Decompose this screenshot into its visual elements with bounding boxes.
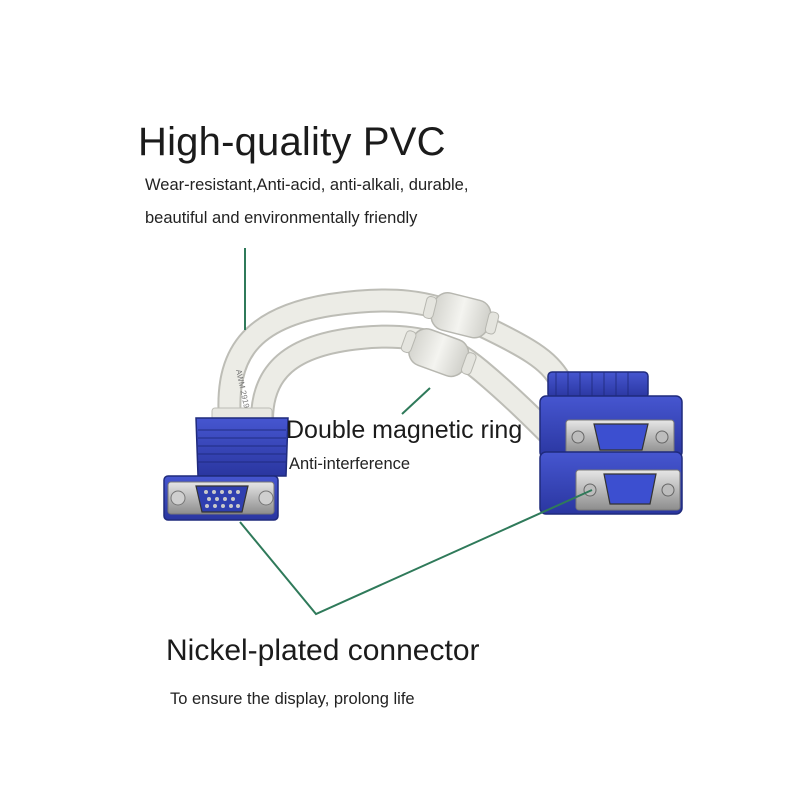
connector-description: To ensure the display, prolong life xyxy=(170,690,415,708)
pvc-description-line-1: Wear-resistant,Anti-acid, anti-alkali, d… xyxy=(145,176,469,194)
connector-heading: Nickel-plated connector xyxy=(166,634,480,667)
pvc-heading: High-quality PVC xyxy=(138,120,446,164)
callout-lines xyxy=(239,248,593,616)
pvc-description-line-2: beautiful and environmentally friendly xyxy=(145,209,418,227)
screw-left xyxy=(170,490,186,506)
ring-heading: Double magnetic ring xyxy=(286,416,523,444)
ferrite-ring-upper xyxy=(422,292,500,339)
ferrite-ring-lower xyxy=(400,328,477,378)
callout-line-connector xyxy=(239,489,593,616)
callout-line-ring xyxy=(401,387,431,415)
vga-female-connector-top xyxy=(539,371,683,459)
ring-description: Anti-interference xyxy=(289,455,411,473)
vga-male-connector xyxy=(163,407,289,521)
screw-right xyxy=(258,490,274,506)
